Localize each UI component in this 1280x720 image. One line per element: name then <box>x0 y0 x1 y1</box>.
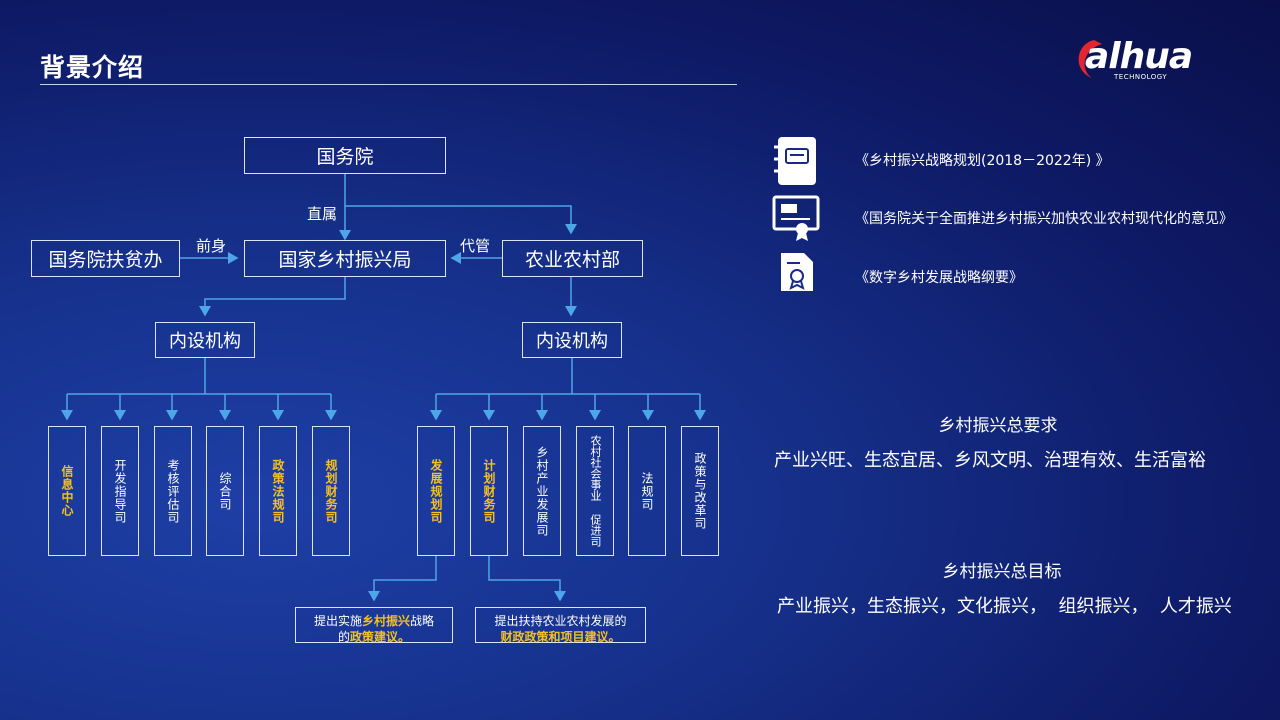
dept-plan-finance: 计划财务司 <box>470 426 508 556</box>
org-connectors <box>61 173 706 602</box>
dept-planning-finance: 规划财务司 <box>312 426 350 556</box>
goals-title: 乡村振兴总目标 <box>942 562 1062 582</box>
node-agriculture-ministry: 农业农村部 <box>502 240 643 277</box>
brand-logo <box>1072 34 1232 86</box>
dept-info-center: 信息中心 <box>48 426 86 556</box>
goals-body: 产业振兴，生态振兴，文化振兴， 组织振兴， 人才振兴 <box>777 596 1232 617</box>
dept-development-guidance: 开发指导司 <box>101 426 139 556</box>
page-title: 背景介绍 <box>40 53 145 82</box>
dept-rural-social-affairs: 农村社会事业 促进司 <box>576 426 614 556</box>
note-policy-suggestion: 提出实施乡村振兴战略 的政策建议。 <box>295 607 453 644</box>
logo-swoosh-icon <box>1078 40 1102 78</box>
dept-development-planning: 发展规划司 <box>417 426 455 556</box>
node-inner-left: 内设机构 <box>155 322 255 358</box>
label-acting: 代管 <box>460 237 491 255</box>
note-finance-suggestion: 提出扶持农业农村发展的 财政政策和项目建议。 <box>475 607 646 644</box>
node-inner-right: 内设机构 <box>522 322 622 358</box>
dept-policy-reform: 政策与改革司 <box>681 426 719 556</box>
certificate-icon <box>772 195 820 245</box>
logo-subtext: TECHNOLOGY <box>1114 73 1168 81</box>
document-title-2: 《国务院关于全面推进乡村振兴加快农业农村现代化的意见》 <box>855 211 1233 227</box>
document-title-1: 《乡村振兴战略规划(2018－2022年) 》 <box>855 153 1110 169</box>
document-title-3: 《数字乡村发展战略纲要》 <box>855 270 1023 286</box>
dept-regulations: 法规司 <box>628 426 666 556</box>
notebook-icon <box>774 135 820 191</box>
title-divider <box>40 84 737 85</box>
requirements-body: 产业兴旺、生态宜居、乡风文明、治理有效、生活富裕 <box>774 450 1206 471</box>
node-state-council: 国务院 <box>244 137 446 174</box>
dept-general-affairs: 综合司 <box>206 426 244 556</box>
node-rural-revitalization-bureau: 国家乡村振兴局 <box>244 240 446 277</box>
document-award-icon <box>778 251 816 297</box>
dept-rural-industry: 乡村产业发展司 <box>523 426 561 556</box>
dept-policy-regulation: 政策法规司 <box>259 426 297 556</box>
logo-text: alhua <box>1085 36 1193 77</box>
requirements-title: 乡村振兴总要求 <box>938 416 1058 436</box>
label-direct: 直属 <box>307 205 338 223</box>
dept-assessment: 考核评估司 <box>154 426 192 556</box>
label-predecessor: 前身 <box>196 237 227 255</box>
node-poverty-office: 国务院扶贫办 <box>31 240 180 277</box>
